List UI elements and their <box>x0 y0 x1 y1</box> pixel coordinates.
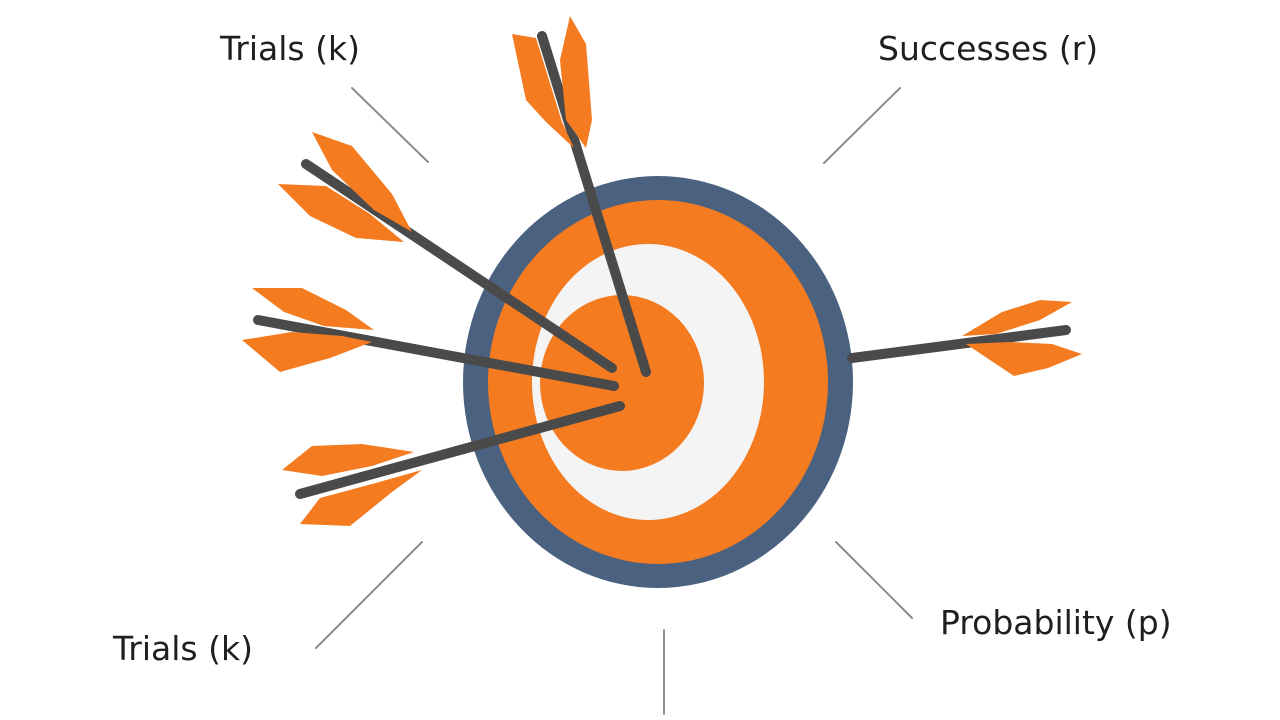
target-bullseye <box>540 295 704 471</box>
label-probability: Probability (p) <box>940 603 1172 642</box>
leader-lines <box>315 87 913 715</box>
arrow-shaft-middle-left <box>253 315 619 391</box>
arrow-shaft-right <box>847 325 1071 363</box>
arrow-shaft-upper-left <box>301 159 617 373</box>
arrow-shaft-lower-left <box>295 401 625 499</box>
arrow-icon-upper-left-fletch-top <box>312 132 412 232</box>
label-successes: Successes (r) <box>878 29 1099 68</box>
arrow-icon-upper-left-fletch-bottom <box>278 184 404 242</box>
arrow-icon-top-fletch-right <box>560 16 592 148</box>
leader-line-top-right <box>823 87 901 164</box>
arrow-fletchings <box>242 16 1082 526</box>
arrow-icon-lower-left-fletch-bottom <box>300 470 422 526</box>
leader-line-top-left <box>351 87 429 163</box>
arrow-icon-lower-left-fletch-top <box>282 444 414 476</box>
arrow-shafts <box>253 31 1071 499</box>
leader-line-bottom-right <box>835 541 913 619</box>
arrow-shaft-top <box>537 31 651 377</box>
arrow-icon-middle-left-fletch-bottom <box>242 332 372 372</box>
leader-line-bottom-left <box>315 541 423 649</box>
arrow-icon-middle-left-fletch-top <box>252 288 374 330</box>
arrow-icon-right-fletch-top <box>962 300 1072 336</box>
arrow-icon-right-fletch-bottom <box>966 342 1082 376</box>
arrow-icon-top-fletch-left <box>512 34 574 148</box>
label-trials-top: Trials (k) <box>220 29 360 68</box>
target-icon <box>463 176 853 588</box>
label-trials-bottom: Trials (k) <box>113 629 253 668</box>
